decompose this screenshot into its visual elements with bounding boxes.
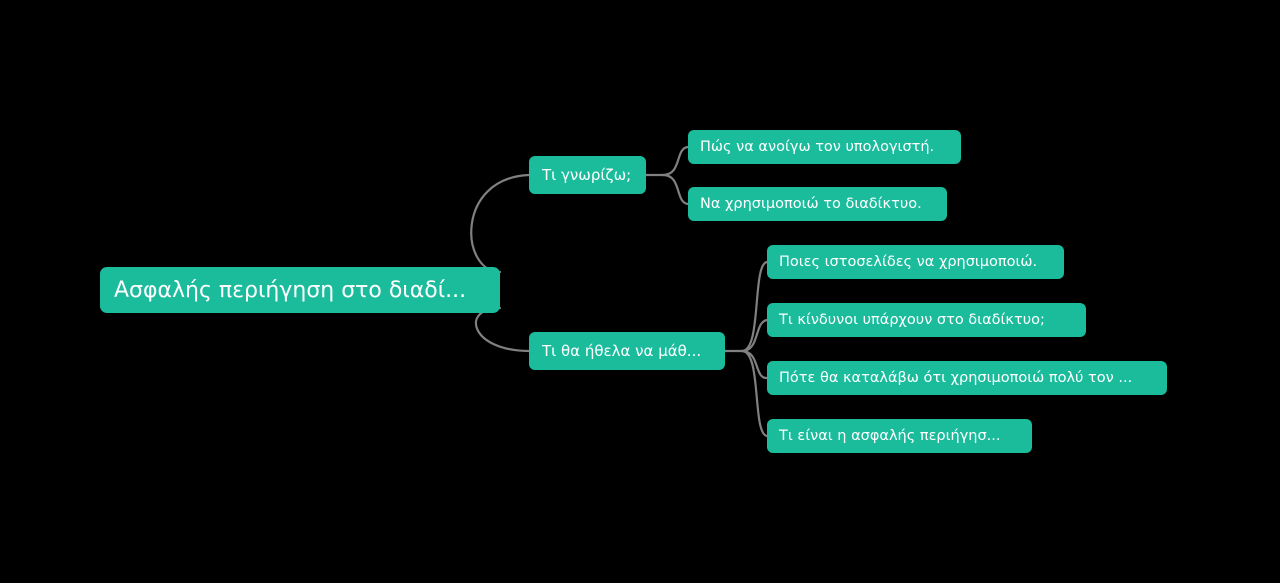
connector-root-to-branch-2 — [474, 306, 531, 353]
connector-branch-1-to-leaf-2 — [661, 173, 690, 206]
mindmap-leaf-node-2-3[interactable]: Πότε θα καταλάβω ότι χρησιμοποιώ πολύ το… — [767, 361, 1167, 395]
connector-branch-2-to-leaf-3 — [740, 349, 769, 380]
connector-branch-2-to-leaf-1 — [740, 260, 769, 353]
mindmap-leaf-node-1-1[interactable]: Πώς να ανοίγω τον υπολογιστή. — [688, 130, 961, 164]
connector-branch-2-to-leaf-2 — [740, 318, 769, 353]
connector-root-to-branch-1 — [470, 173, 531, 274]
connector-branch-2-to-leaf-4 — [740, 349, 769, 438]
mindmap-leaf-label-2-1: Ποιες ιστοσελίδες να χρησιμοποιώ. — [779, 254, 1038, 270]
mindmap-leaf-label-2-3: Πότε θα καταλάβω ότι χρησιμοποιώ πολύ το… — [779, 370, 1133, 386]
mindmap-leaf-node-2-1[interactable]: Ποιες ιστοσελίδες να χρησιμοποιώ. — [767, 245, 1064, 279]
mindmap-leaf-label-2-4: Τι είναι η ασφαλής περιήγησ... — [779, 428, 1001, 444]
mindmap-branch-label-1: Τι γνωρίζω; — [542, 166, 632, 184]
mindmap-branch-node-1[interactable]: Τι γνωρίζω; — [529, 156, 646, 194]
mindmap-leaf-node-2-2[interactable]: Τι κίνδυνοι υπάρχουν στο διαδίκτυο; — [767, 303, 1086, 337]
mindmap-root-label: Ασφαλής περιήγηση στο διαδί... — [114, 277, 467, 303]
mindmap-branch-label-2: Τι θα ήθελα να μάθ... — [542, 342, 702, 360]
connector-branch-1-to-leaf-1 — [661, 145, 690, 177]
mindmap-root-node[interactable]: Ασφαλής περιήγηση στο διαδί... — [100, 267, 500, 313]
mindmap-branch-node-2[interactable]: Τι θα ήθελα να μάθ... — [529, 332, 725, 370]
mindmap-leaf-label-2-2: Τι κίνδυνοι υπάρχουν στο διαδίκτυο; — [779, 312, 1045, 328]
mindmap-leaf-node-1-2[interactable]: Να χρησιμοποιώ το διαδίκτυο. — [688, 187, 947, 221]
mindmap-leaf-label-1-2: Να χρησιμοποιώ το διαδίκτυο. — [700, 196, 922, 212]
mindmap-leaf-node-2-4[interactable]: Τι είναι η ασφαλής περιήγησ... — [767, 419, 1032, 453]
mindmap-leaf-label-1-1: Πώς να ανοίγω τον υπολογιστή. — [700, 139, 935, 155]
